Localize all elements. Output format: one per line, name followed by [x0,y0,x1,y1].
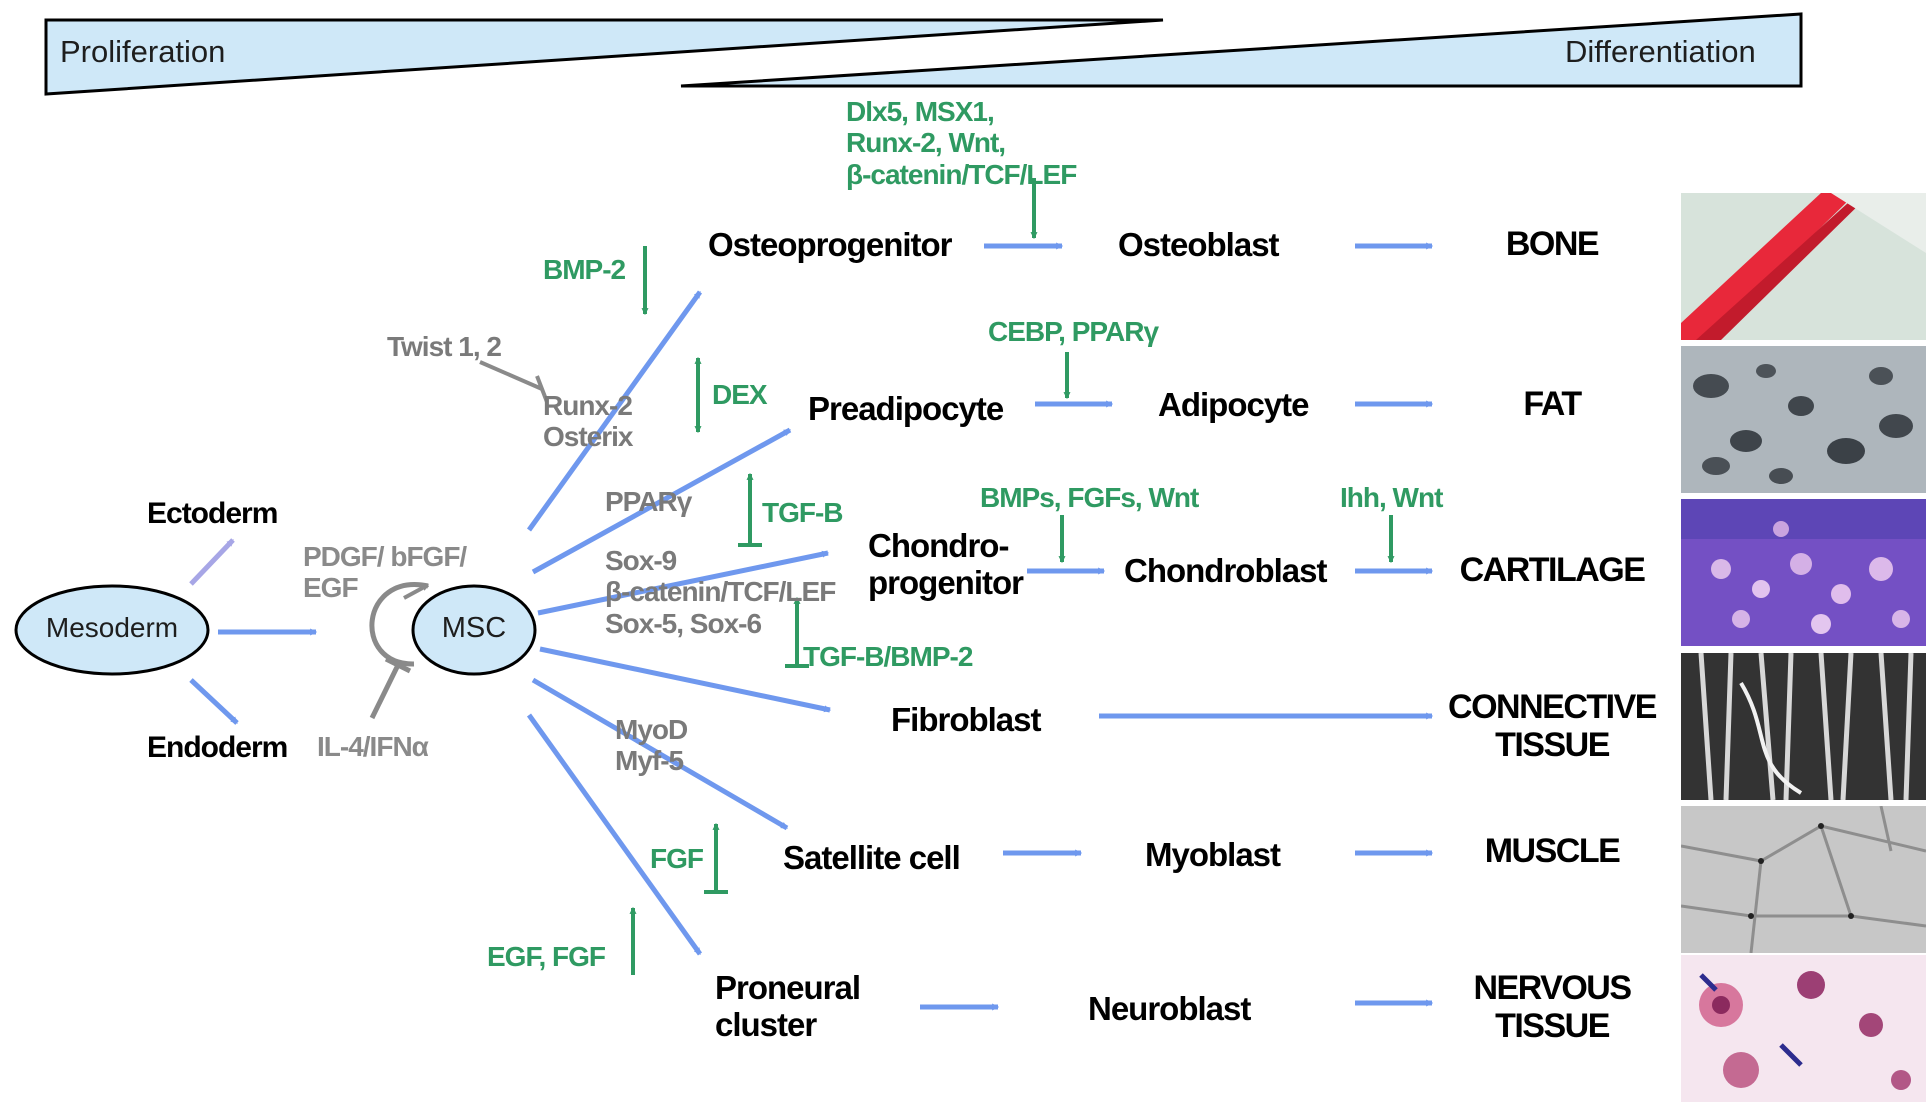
differentiation-label: Differentiation [1565,35,1756,70]
il4-inhibitor [372,659,410,718]
tgfb-label: TGF-B [762,497,843,528]
myod-line: MyoD [615,714,687,745]
msc-label: MSC [442,612,506,644]
sox5-sox6-line: Sox-5, Sox-6 [605,608,835,639]
runx2-osterix-label: Runx-2 Osterix [543,390,633,453]
arrow-mesoderm-to-endoderm [191,680,237,723]
pdgf-label: PDGF/ bFGF/ EGF [303,541,466,604]
tgfb-bmp2-label: TGF-B/BMP-2 [803,641,972,672]
cartilage-histology-art [1681,499,1926,646]
chondroprogenitor-label: Chondro- progenitor [868,528,1023,602]
endoderm-label: Endoderm [147,731,287,765]
mesoderm-label: Mesoderm [46,612,178,643]
bone-histology-image [1681,193,1926,340]
connective-line-1: CONNECTIVE [1448,688,1656,726]
chondro-line-1: Chondro- [868,528,1023,565]
nervous-tissue-art [1681,955,1926,1102]
connective-line-2: TISSUE [1448,726,1656,764]
chondroblast-label: Chondroblast [1124,553,1326,590]
bone-histology-art [1681,193,1926,340]
sox9-line: Sox-9 [605,545,835,576]
connective-tissue-image [1681,653,1926,800]
nervous-tissue-label: NERVOUS TISSUE [1473,969,1630,1045]
pdgf-line-2: EGF [303,572,466,603]
bone-label: BONE [1506,225,1598,263]
dlx5-label: Dlx5, MSX1, Runx-2, Wnt, β-catenin/TCF/L… [846,96,1076,190]
beta-catenin-line: β-catenin/TCF/LEF [605,576,835,607]
bmps-label: BMPs, FGFs, Wnt [980,482,1198,513]
pparg-label: PPARγ [605,486,691,517]
runx2-line: Runx-2 [543,390,633,421]
pdgf-line-1: PDGF/ bFGF/ [303,541,466,572]
ectoderm-label: Ectoderm [147,497,277,531]
arrow-mesoderm-to-ectoderm [191,540,233,584]
satellite-cell-label: Satellite cell [783,840,960,877]
fat-histology-art [1681,346,1926,493]
twist-inhibitor [480,362,547,402]
nervous-line-2: TISSUE [1473,1007,1630,1045]
cartilage-histology-image [1681,499,1926,646]
cebp-label: CEBP, PPARγ [988,316,1158,347]
twist-label: Twist 1, 2 [387,331,501,362]
egf-fgf-label: EGF, FGF [487,941,605,972]
dlx5-line-1: Dlx5, MSX1, [846,96,1076,127]
chondro-line-2: progenitor [868,565,1023,602]
preadipocyte-label: Preadipocyte [808,391,1003,428]
osterix-line: Osterix [543,421,633,452]
nervous-tissue-image [1681,955,1926,1102]
adipocyte-label: Adipocyte [1158,387,1309,424]
proliferation-label: Proliferation [60,35,225,70]
proneural-line-1: Proneural [715,970,860,1007]
fgf-label: FGF [650,843,703,874]
osteoblast-label: Osteoblast [1118,227,1279,264]
dlx5-line-3: β-catenin/TCF/LEF [846,159,1076,190]
muscle-label: MUSCLE [1485,832,1620,870]
neuroblast-label: Neuroblast [1088,991,1250,1028]
myoblast-label: Myoblast [1145,837,1280,874]
nervous-line-1: NERVOUS [1473,969,1630,1007]
dex-label: DEX [712,379,767,410]
connective-tissue-label: CONNECTIVE TISSUE [1448,688,1656,764]
fat-label: FAT [1523,385,1580,423]
fat-histology-image [1681,346,1926,493]
myod-label: MyoD Myf-5 [615,714,687,777]
dlx5-line-2: Runx-2, Wnt, [846,127,1076,158]
proneural-line-2: cluster [715,1007,860,1044]
ihh-label: Ihh, Wnt [1340,482,1442,513]
arrow-msc-to-fibroblast [540,649,830,710]
connective-tissue-art [1681,653,1926,800]
myf5-line: Myf-5 [615,745,687,776]
osteoprogenitor-label: Osteoprogenitor [708,227,952,264]
muscle-histology-image [1681,806,1926,953]
proneural-cluster-label: Proneural cluster [715,970,860,1044]
bmp2-label: BMP-2 [543,254,625,285]
fibroblast-label: Fibroblast [891,702,1041,739]
cartilage-label: CARTILAGE [1460,551,1645,589]
muscle-histology-art [1681,806,1926,953]
sox-label: Sox-9 β-catenin/TCF/LEF Sox-5, Sox-6 [605,545,835,639]
il4-label: IL-4/IFNα [317,731,428,762]
